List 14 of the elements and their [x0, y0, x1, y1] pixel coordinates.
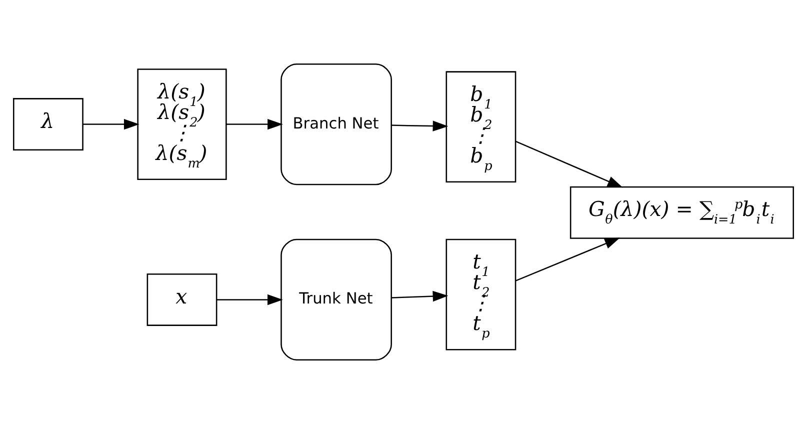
node-box: x	[146, 272, 218, 326]
arrow	[216, 294, 283, 305]
node-box: λ(s$_{1}$) λ(s$_{2}$) ⋮ λ(s$_{m}$)	[137, 68, 227, 180]
node-box: Branch Net	[280, 62, 392, 185]
node-box: λ	[13, 98, 84, 150]
arrow	[226, 118, 283, 130]
arrow	[82, 118, 140, 130]
arrow	[392, 120, 448, 131]
arrow	[516, 140, 623, 188]
node-box: G$_{θ}$(λ)(x) = ∑$_{i=1}$$^{p}$b$_{i}$t$_{i}$	[570, 186, 794, 238]
arrow	[516, 237, 620, 281]
node-box: Trunk Net	[280, 238, 392, 360]
arrow	[392, 290, 448, 302]
node-box: b$_{1}$ b$_{2}$ ⋮ b$_{p}$	[446, 70, 516, 182]
